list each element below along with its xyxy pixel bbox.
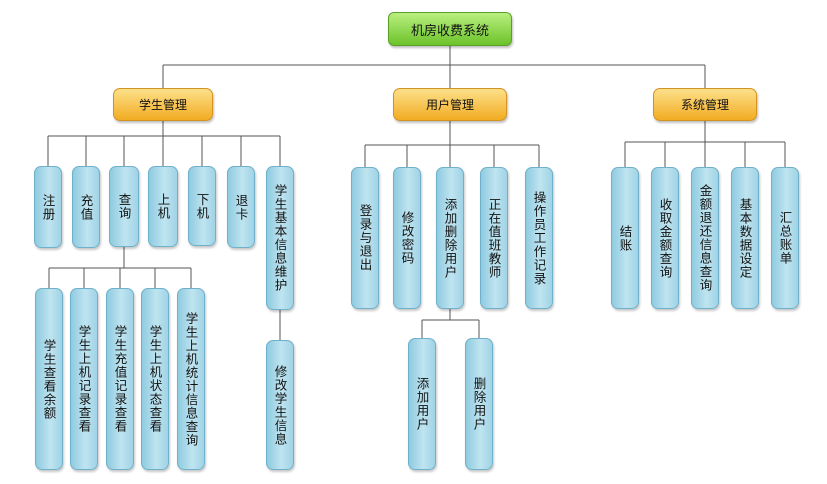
group-system-management: 系统管理 — [653, 88, 757, 121]
node-refund-card: 退卡 — [227, 166, 255, 248]
node-add-user: 添加用户 — [408, 338, 436, 470]
group-user-management: 用户管理 — [393, 88, 507, 121]
node-login-logout: 登录与退出 — [351, 167, 379, 309]
group-student-management: 学生管理 — [113, 88, 213, 121]
node-checkout: 结账 — [611, 167, 639, 309]
node-summary-bill: 汇总账单 — [771, 167, 799, 309]
node-operator-log: 操作员工作记录 — [525, 167, 553, 309]
node-delete-user: 删除用户 — [465, 338, 493, 470]
root-node: 机房收费系统 — [388, 12, 512, 46]
node-query-online-status: 学生上机状态查看 — [141, 288, 169, 470]
node-add-delete-user: 添加删除用户 — [436, 167, 464, 309]
node-query-recharge-records: 学生充值记录查看 — [106, 288, 134, 470]
node-on-duty-teacher: 正在值班教师 — [480, 167, 508, 309]
node-recharge: 充值 — [72, 166, 100, 248]
node-modify-student-info: 修改学生信息 — [266, 340, 294, 470]
node-basic-data-settings: 基本数据设定 — [731, 167, 759, 309]
node-register: 注册 — [34, 166, 62, 248]
node-collect-amount-query: 收取金额查询 — [651, 167, 679, 309]
node-refund-info-query: 金额退还信息查询 — [691, 167, 719, 309]
node-query-balance: 学生查看余额 — [35, 288, 63, 470]
node-change-password: 修改密码 — [393, 167, 421, 309]
node-query-online-records: 学生上机记录查看 — [70, 288, 98, 470]
node-online: 上机 — [148, 166, 178, 247]
node-offline: 下机 — [188, 166, 216, 246]
node-query: 查询 — [109, 166, 139, 247]
node-student-info-maintain: 学生基本信息维护 — [266, 166, 294, 310]
node-query-online-stats: 学生上机统计信息查询 — [177, 288, 205, 470]
